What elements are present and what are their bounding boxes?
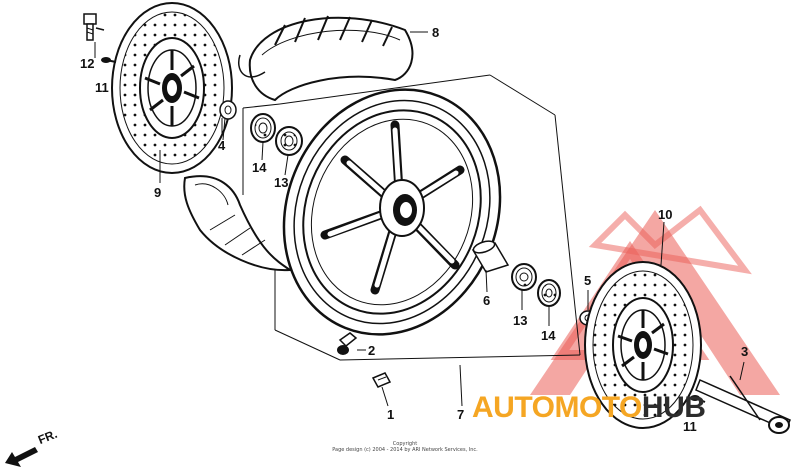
part-number-12: 12 [80, 56, 95, 71]
side-collar-4 [219, 100, 237, 135]
tire-piece-upper [238, 15, 414, 102]
part-number-9: 9 [154, 185, 162, 200]
bearing-14-lower [537, 279, 561, 307]
bearing-13-lower [511, 263, 537, 291]
valve-stem-2 [337, 332, 358, 355]
part-number-11-right: 11 [683, 419, 697, 434]
wheel-rim [282, 88, 502, 336]
copyright-notice: Copyright Page design (c) 2004 - 2014 by… [300, 441, 510, 453]
part-number-10: 10 [658, 207, 673, 222]
watermark-text-part1: AUTOMOTO [472, 391, 642, 424]
front-axle-3 [695, 375, 791, 434]
brake-disc-right [584, 261, 702, 429]
bearing-14-upper [250, 113, 276, 143]
part-number-7: 7 [457, 407, 465, 422]
bolt-11-left [101, 57, 117, 63]
part-number-13-lower: 13 [513, 313, 528, 328]
part-number-13-upper: 13 [274, 175, 289, 190]
leader-lines [94, 31, 745, 407]
part-number-1: 1 [387, 407, 395, 422]
balance-weight-1 [371, 372, 392, 388]
part-number-8: 8 [432, 25, 440, 40]
brake-disc-left [111, 2, 233, 174]
bearing-13-upper [275, 126, 303, 156]
copyright-line-2: Page design (c) 2004 - 2014 by ARI Netwo… [332, 447, 478, 453]
bolt-11-right [690, 395, 706, 403]
part-number-3: 3 [741, 344, 749, 359]
part-number-6: 6 [483, 293, 491, 308]
part-number-5: 5 [584, 273, 592, 288]
assembly-frame [242, 74, 581, 361]
part-number-11-left: 11 [95, 80, 109, 95]
copyright-line-1: Copyright [392, 441, 418, 447]
front-direction-arrow [5, 447, 38, 467]
part-number-4: 4 [218, 138, 226, 153]
distance-collar-6 [471, 240, 510, 273]
tire-piece-lower [183, 175, 294, 272]
part-number-14-upper: 14 [252, 160, 267, 175]
part-number-14-lower: 14 [541, 328, 556, 343]
bolt-12-left [83, 13, 105, 41]
watermark-text-part2: HUB [641, 391, 706, 424]
part-number-2: 2 [368, 343, 376, 358]
watermark-text: AUTOMOTOHUB [472, 391, 706, 424]
